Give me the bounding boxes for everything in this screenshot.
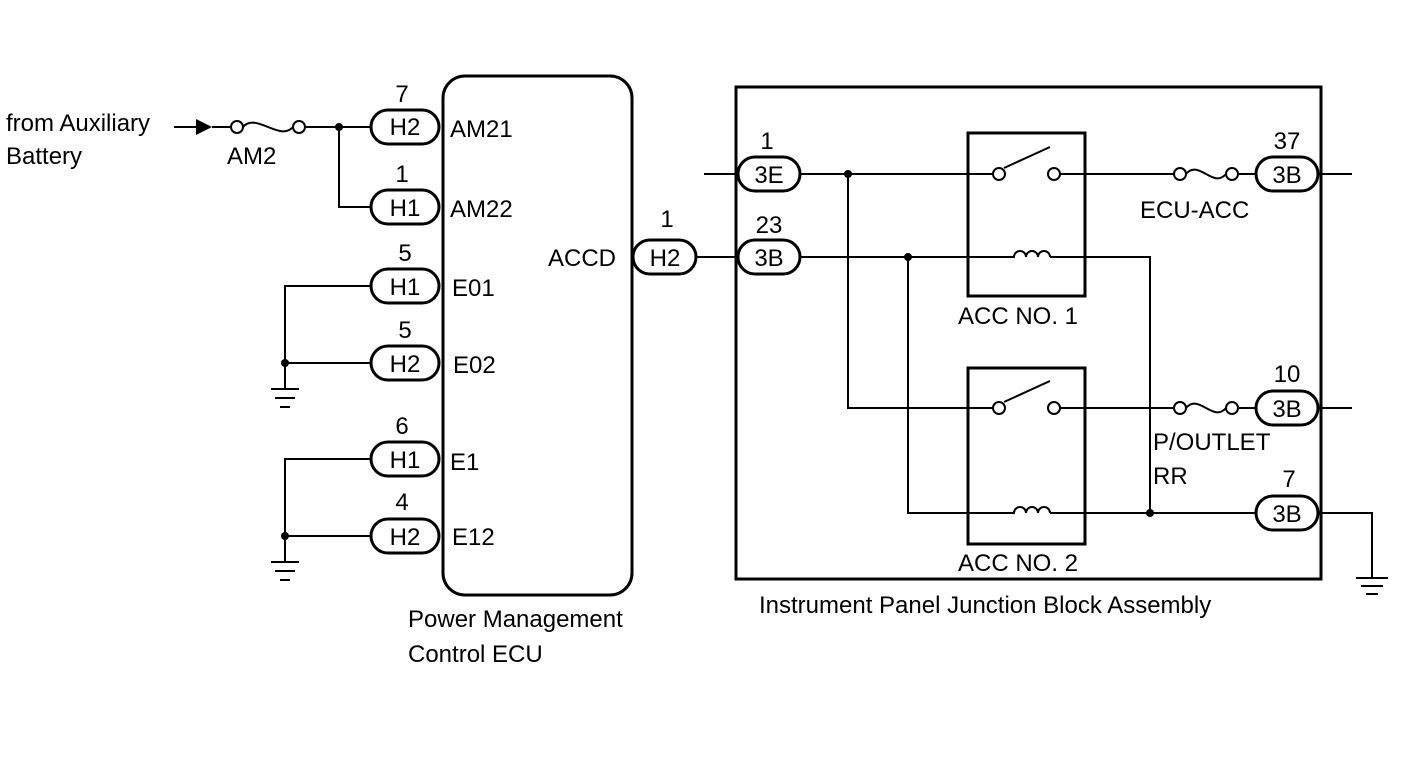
- connector-jb-out37-id: 3B: [1272, 162, 1301, 189]
- source-arrow-icon: [174, 119, 212, 135]
- source-label-line2: Battery: [6, 143, 82, 170]
- ground-icon: [271, 388, 299, 408]
- relay-acc-no1-label: ACC NO. 1: [958, 303, 1078, 330]
- connector-e01-id: H1: [390, 274, 421, 301]
- source-label-line1: from Auxiliary: [6, 110, 150, 137]
- connector-jb-out10-pin: 10: [1274, 361, 1301, 388]
- connector-am22-id: H1: [390, 195, 421, 222]
- connector-e02-id: H2: [390, 351, 421, 378]
- connector-e12-id: H2: [390, 524, 421, 551]
- connector-jb-in23-pin: 23: [756, 212, 783, 239]
- ecu-acc-fuse-icon: [1173, 167, 1239, 181]
- connector-e01-pin: 5: [398, 240, 411, 267]
- connector-e1-id: H1: [390, 447, 421, 474]
- connector-jb-gnd7-pin: 7: [1282, 466, 1295, 493]
- relay-switch-icon: [992, 146, 1061, 181]
- connector-e1: [369, 440, 441, 478]
- ecu-pin-e1: E1: [450, 449, 479, 476]
- connector-jb-out10-id: 3B: [1272, 396, 1301, 423]
- connector-am21: [369, 108, 441, 146]
- ecu-pin-am22: AM22: [450, 196, 513, 223]
- relay-switch-icon: [992, 380, 1061, 415]
- connector-jb-in23-id: 3B: [754, 245, 783, 272]
- relay-acc-no2-box: [966, 366, 1087, 546]
- connector-accd-pin: 1: [660, 206, 673, 233]
- junction-block-box: [734, 85, 1323, 581]
- relay-coil-icon: [1008, 506, 1051, 514]
- splice-point: [281, 359, 289, 367]
- connector-jb-in1-pin: 1: [760, 128, 773, 155]
- relay-acc-no2-label: ACC NO. 2: [958, 550, 1078, 577]
- connector-e12-pin: 4: [395, 489, 408, 516]
- connector-am22: [369, 188, 441, 226]
- power-management-ecu-box: [441, 74, 634, 597]
- ecu-name-line1: Power Management: [408, 606, 623, 633]
- p-outlet-fuse-label-line1: P/OUTLET: [1153, 429, 1271, 456]
- connector-e01: [369, 267, 441, 305]
- connector-am21-pin: 7: [395, 81, 408, 108]
- connector-am21-id: H2: [390, 114, 421, 141]
- ecu-name-line2: Control ECU: [408, 641, 543, 668]
- am2-fuse-label: AM2: [227, 143, 276, 170]
- splice-point: [281, 532, 289, 540]
- relay-acc-no1-box: [966, 131, 1087, 298]
- ecu-pin-e02: E02: [453, 352, 496, 379]
- connector-jb-gnd7-id: 3B: [1272, 501, 1301, 528]
- connector-jb-in1-id: 3E: [754, 162, 783, 189]
- connector-e1-pin: 6: [395, 413, 408, 440]
- ecu-pin-e12: E12: [452, 524, 495, 551]
- ecu-acc-fuse-label: ECU-ACC: [1140, 197, 1249, 224]
- connector-e02-pin: 5: [398, 317, 411, 344]
- connector-am22-pin: 1: [395, 161, 408, 188]
- p-outlet-fuse-icon: [1173, 401, 1239, 415]
- am2-fuse-icon: [230, 120, 306, 134]
- ecu-pin-e01: E01: [452, 275, 495, 302]
- connector-e02: [369, 344, 441, 382]
- connector-e12: [369, 517, 441, 555]
- ecu-pin-accd: ACCD: [548, 245, 616, 272]
- splice-point: [1146, 509, 1154, 517]
- connector-jb-out37-pin: 37: [1274, 128, 1301, 155]
- relay-coil-icon: [1008, 250, 1051, 258]
- ground-icon: [1356, 577, 1388, 595]
- p-outlet-fuse-label-line2: RR: [1153, 463, 1188, 490]
- ground-icon: [271, 561, 299, 581]
- junction-block-name: Instrument Panel Junction Block Assembly: [759, 592, 1211, 619]
- ecu-pin-am21: AM21: [450, 116, 513, 143]
- connector-accd-id: H2: [650, 245, 681, 272]
